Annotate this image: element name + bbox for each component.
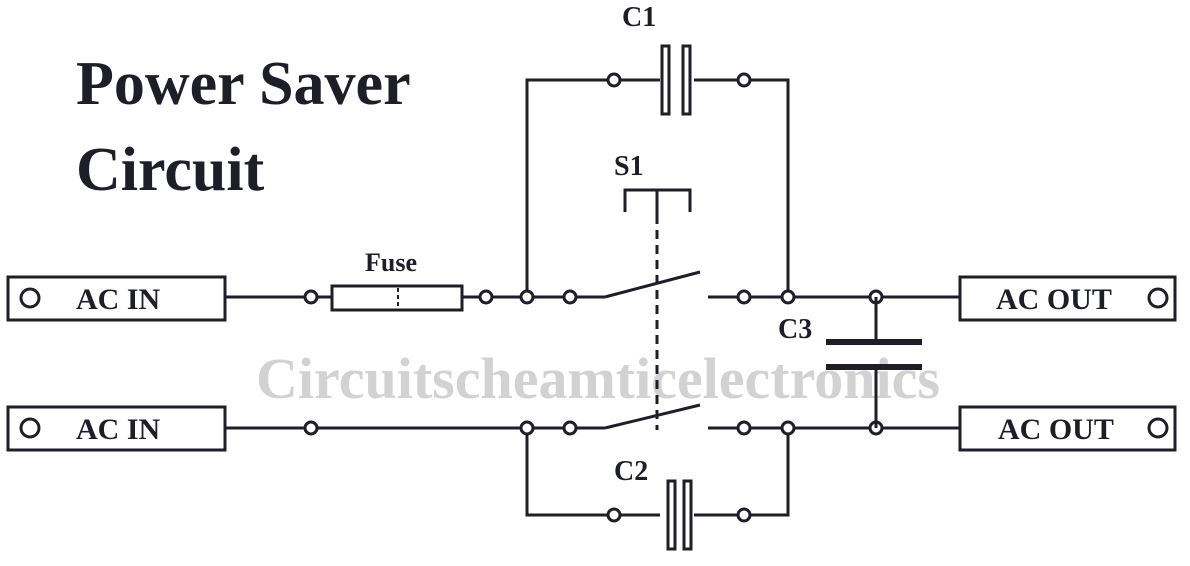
ac-out-bottom-terminal: AC OUT [958,405,1177,452]
c1-label: C1 [622,2,656,33]
fuse [330,284,464,312]
ac-in-top-terminal: AC IN [6,275,227,322]
watermark: Circuitscheamticelectronics [256,346,940,411]
bottom-line [225,403,960,551]
ac-in-top-label: AC IN [76,283,161,316]
fuse-label: Fuse [365,248,417,277]
c1-plate-right [681,44,692,116]
c3-label: C3 [778,314,812,345]
c2-plate-right [682,479,693,551]
switch-contact-bottom [604,403,701,430]
c2-label: C2 [614,456,648,487]
ac-out-top-terminal: AC OUT [958,275,1177,322]
ac-in-bottom-label: AC IN [76,413,161,446]
ac-in-bottom-terminal: AC IN [6,405,227,452]
switch-contact-top [604,270,701,299]
capacitor-c3 [826,297,922,428]
s1-label: S1 [614,151,644,182]
ac-out-top-label: AC OUT [996,283,1112,316]
ac-out-bottom-label: AC OUT [998,413,1114,446]
top-line [225,44,960,312]
switch-s1 [623,188,692,430]
title-line-2: Circuit [76,136,265,204]
c1-plate-left [660,44,671,116]
title-line-1: Power Saver [76,50,411,118]
c2-plate-left [666,479,677,551]
